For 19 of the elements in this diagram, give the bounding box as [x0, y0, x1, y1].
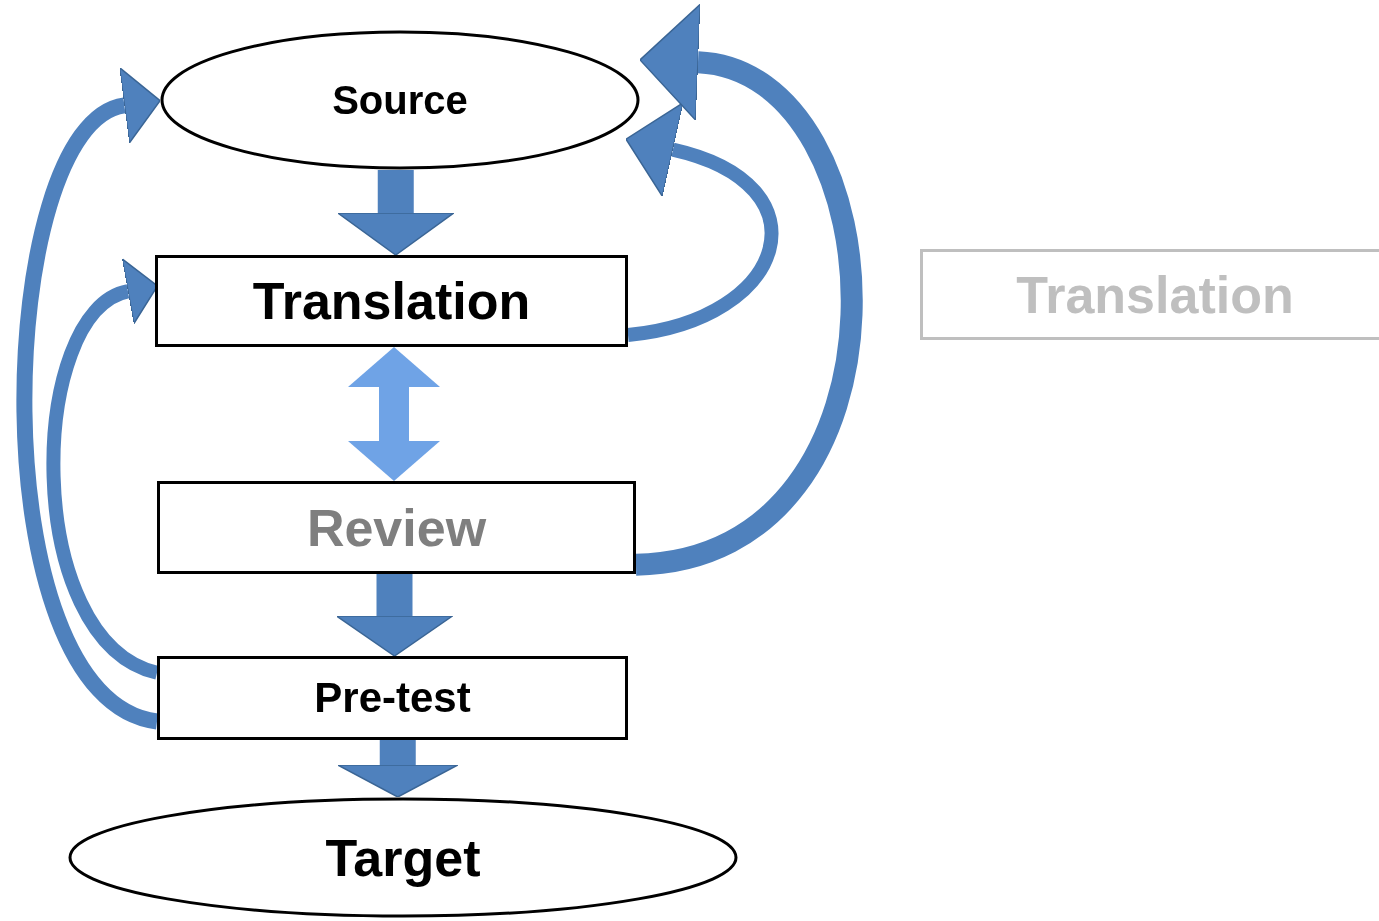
terminal-ellipse	[160, 30, 640, 170]
node-label: Translation	[252, 271, 531, 331]
curved-arrow	[634, 5, 863, 576]
node-label: Target	[325, 827, 481, 888]
node-label: Review	[306, 497, 487, 558]
node-label: Source	[332, 77, 468, 123]
node-label: Pre-test	[314, 674, 471, 722]
curved-arrow	[626, 102, 779, 342]
process-box	[155, 255, 628, 347]
block-arrow	[337, 740, 459, 798]
block-arrow	[348, 347, 440, 481]
terminal-ellipse	[68, 797, 738, 918]
process-box	[157, 656, 628, 740]
block-arrow	[337, 170, 455, 256]
process-box	[157, 481, 636, 574]
process-box	[920, 249, 1379, 340]
curved-arrow	[16, 70, 160, 729]
block-arrow	[335, 574, 454, 657]
node-label: Translation	[1016, 264, 1294, 325]
